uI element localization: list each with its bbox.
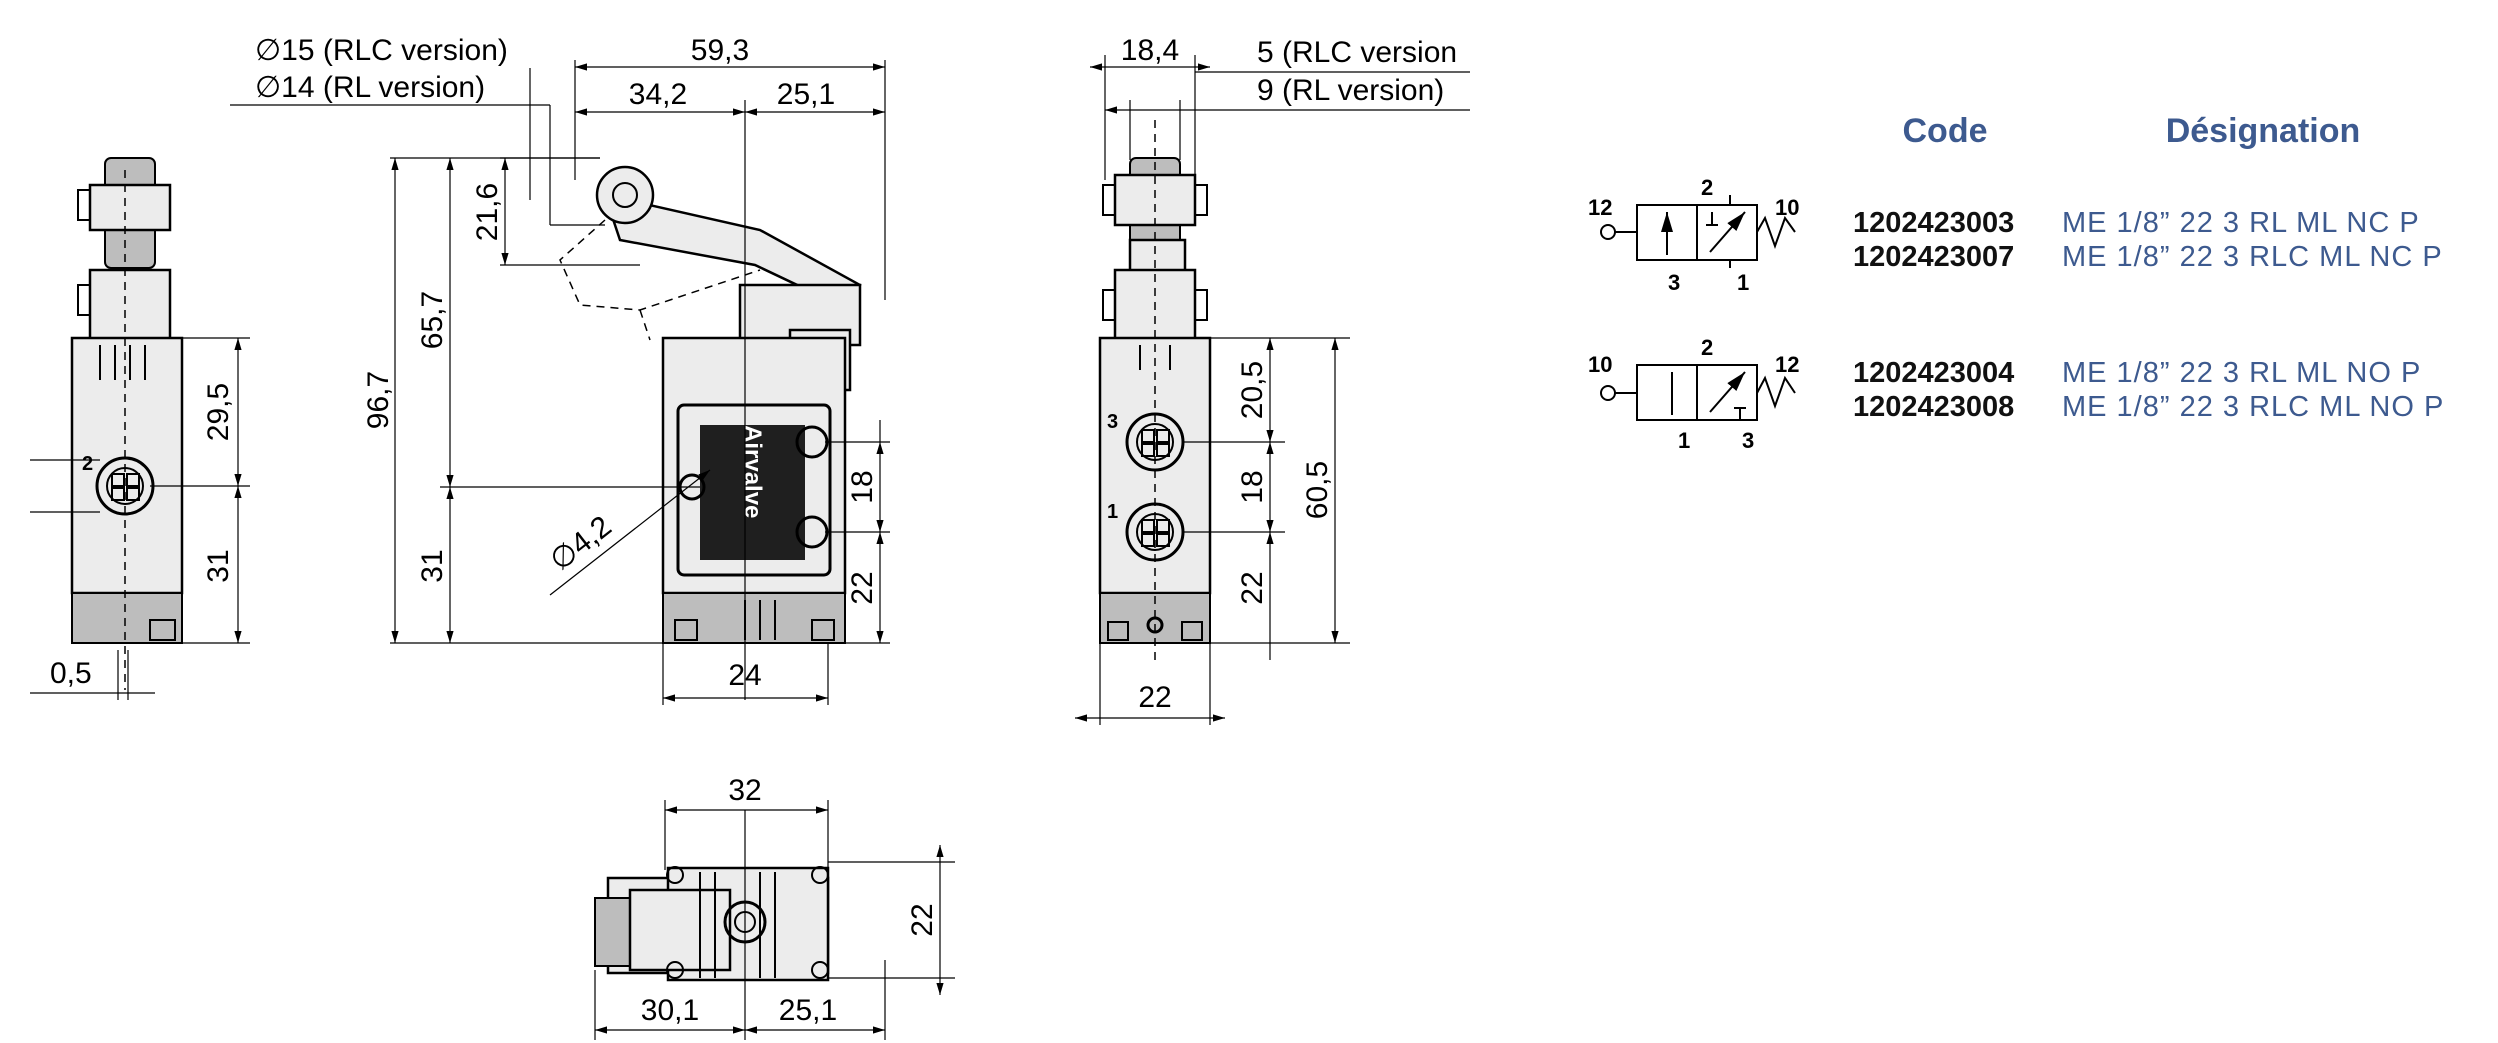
front-view: Airvalve 59,3 34,2 25,1 ∅15 (RLC version… bbox=[230, 34, 890, 705]
no-port-bottom-left: 1 bbox=[1678, 428, 1690, 453]
row-code: 1202423007 bbox=[1853, 241, 2014, 273]
nc-pilot-right: 10 bbox=[1775, 195, 1799, 220]
dia-14-rl: ∅14 (RL version) bbox=[255, 71, 485, 104]
no-port-bottom-right: 3 bbox=[1742, 428, 1754, 453]
dim-60-5: 60,5 bbox=[1301, 461, 1334, 519]
row-designation: ME 1/8” 22 3 RL ML NO P bbox=[2062, 357, 2421, 389]
rlc-version-5: 5 (RLC version bbox=[1257, 36, 1457, 69]
nc-pilot-left: 12 bbox=[1588, 195, 1612, 220]
rl-version-9: 9 (RL version) bbox=[1257, 74, 1444, 107]
dim-65-7: 65,7 bbox=[416, 291, 449, 349]
dim-20-5: 20,5 bbox=[1236, 361, 1269, 419]
dim-31-front: 31 bbox=[416, 549, 449, 582]
header-designation: Désignation bbox=[2166, 112, 2361, 150]
dim-31-left: 31 bbox=[202, 549, 235, 582]
dim-24: 24 bbox=[728, 659, 761, 692]
side-port-top-label: 3 bbox=[1107, 411, 1118, 433]
dim-22-top-view: 22 bbox=[906, 903, 939, 936]
nc-port-bottom-right: 1 bbox=[1737, 270, 1749, 295]
dim-0-5: 0,5 bbox=[50, 657, 92, 690]
dim-32: 32 bbox=[728, 774, 761, 807]
dim-96-7: 96,7 bbox=[362, 371, 395, 429]
dim-22-side: 22 bbox=[1236, 571, 1269, 604]
no-pilot-right: 12 bbox=[1775, 352, 1799, 377]
dim-22-bottom: 22 bbox=[1138, 681, 1171, 714]
row-designation: ME 1/8” 22 3 RLC ML NO P bbox=[2062, 391, 2444, 423]
dim-30-1: 30,1 bbox=[641, 994, 699, 1027]
brand-logo: Airvalve bbox=[739, 425, 766, 518]
header-code: Code bbox=[1903, 112, 1988, 150]
row-code: 1202423004 bbox=[1853, 357, 2014, 389]
dim-59-3: 59,3 bbox=[691, 34, 749, 67]
dia-4-2: ∅4,2 bbox=[544, 510, 618, 578]
nc-port-bottom-left: 3 bbox=[1668, 270, 1680, 295]
dim-21-6: 21,6 bbox=[471, 183, 504, 241]
dim-22-front: 22 bbox=[846, 571, 879, 604]
row-code: 1202423008 bbox=[1853, 391, 2014, 423]
valve-symbol-nc: 12 2 10 3 1 bbox=[1588, 175, 1799, 295]
dia-15-rlc: ∅15 (RLC version) bbox=[255, 34, 508, 67]
dim-34-2: 34,2 bbox=[629, 78, 687, 111]
left-side-view: 2 29,5 31 0,5 bbox=[30, 157, 250, 700]
nc-port-top: 2 bbox=[1701, 175, 1713, 200]
left-port-label: 2 bbox=[82, 453, 93, 475]
dim-18-front: 18 bbox=[846, 470, 879, 503]
dim-18-side: 18 bbox=[1236, 470, 1269, 503]
top-view: 32 22 30,1 25,1 bbox=[594, 774, 955, 1040]
row-code: 1202423003 bbox=[1853, 207, 2014, 239]
row-designation: ME 1/8” 22 3 RLC ML NC P bbox=[2062, 241, 2443, 273]
right-side-view: 3 1 18,4 5 (RLC version 9 (RL version) 2… bbox=[1075, 34, 1470, 725]
dim-25-1-bottom: 25,1 bbox=[779, 994, 837, 1027]
dim-29-5: 29,5 bbox=[202, 383, 235, 441]
valve-symbol-no: 10 2 12 1 3 bbox=[1588, 335, 1799, 453]
row-designation: ME 1/8” 22 3 RL ML NC P bbox=[2062, 207, 2420, 239]
dim-25-1-top: 25,1 bbox=[777, 78, 835, 111]
product-table: Code Désignation 12 2 10 3 1 bbox=[1588, 112, 2444, 453]
no-pilot-left: 10 bbox=[1588, 352, 1612, 377]
side-port-bottom-label: 1 bbox=[1107, 501, 1118, 523]
dim-18-4: 18,4 bbox=[1121, 34, 1179, 67]
no-port-top: 2 bbox=[1701, 335, 1713, 360]
